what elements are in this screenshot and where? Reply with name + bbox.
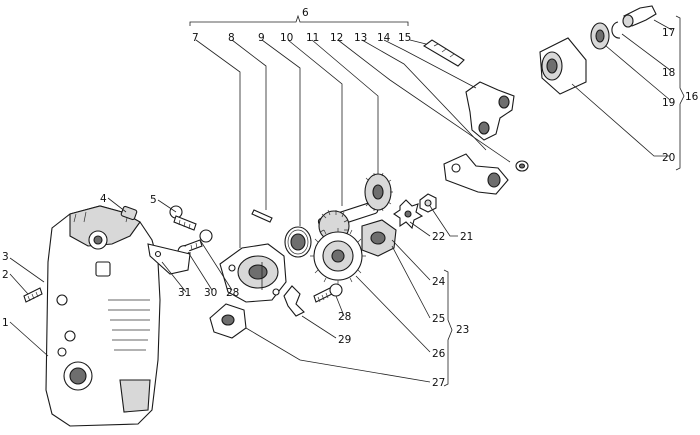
- label-23: 23: [456, 324, 469, 336]
- label-31: 31: [178, 287, 191, 299]
- label-1: 1: [2, 317, 9, 329]
- flange-part-7: [219, 243, 287, 303]
- bracket-6: [189, 14, 409, 26]
- screw-part-5: [169, 205, 197, 231]
- bracket-16: [675, 15, 685, 171]
- label-3: 3: [2, 251, 9, 263]
- label-24: 24: [432, 276, 446, 288]
- label-12: 12: [330, 32, 343, 44]
- label-28-left: 28: [226, 287, 239, 299]
- label-8: 8: [228, 32, 235, 44]
- label-20: 20: [662, 152, 675, 164]
- label-9: 9: [258, 32, 265, 44]
- label-15: 15: [398, 32, 411, 44]
- nut-part-21: [419, 193, 437, 213]
- label-28-middle: 28: [338, 311, 351, 323]
- gear-part-14: [364, 172, 393, 212]
- label-7: 7: [192, 32, 199, 44]
- label-6: 6: [302, 7, 309, 19]
- circlip-part-18: [611, 21, 621, 39]
- label-22: 22: [432, 231, 445, 243]
- label-27: 27: [432, 377, 445, 389]
- plate-part-31: [147, 243, 191, 275]
- label-29: 29: [338, 334, 351, 346]
- nut-part-12: [515, 160, 529, 172]
- screw-part-28-left: [183, 229, 213, 253]
- label-19: 19: [662, 97, 675, 109]
- bearing-part-9: [284, 226, 312, 258]
- label-30: 30: [204, 287, 217, 299]
- key-part-8: [251, 209, 273, 223]
- bracket-part-14-upper: [465, 81, 515, 141]
- label-5: 5: [150, 194, 157, 206]
- label-4: 4: [100, 193, 107, 205]
- bushing-part-27: [209, 303, 247, 339]
- label-10: 10: [280, 32, 293, 44]
- label-16: 16: [685, 91, 699, 103]
- label-25: 25: [432, 313, 445, 325]
- label-17: 17: [662, 27, 675, 39]
- label-11: 11: [306, 32, 319, 44]
- pin-part-15: [423, 39, 465, 67]
- label-26: 26: [432, 348, 446, 360]
- label-14: 14: [377, 32, 391, 44]
- screw-part-28-middle: [313, 283, 343, 303]
- sleeve-part-20: [539, 37, 587, 95]
- screw-part-2: [23, 287, 43, 303]
- lever-part-13: [443, 153, 509, 195]
- cam-part-25: [361, 219, 397, 257]
- housing-part: [45, 205, 161, 427]
- star-washer-part-22: [393, 199, 424, 230]
- gear-part-26: [310, 228, 366, 284]
- bracket-23: [443, 269, 453, 387]
- spring-part-29: [283, 285, 305, 317]
- label-2: 2: [2, 269, 9, 281]
- leader-lines: [9, 19, 673, 383]
- label-18: 18: [662, 67, 675, 79]
- plunger-part-17: [622, 5, 657, 28]
- label-13: 13: [354, 32, 367, 44]
- ring-part-19: [590, 22, 610, 50]
- label-21: 21: [460, 231, 473, 243]
- plug-part-4: [120, 205, 138, 221]
